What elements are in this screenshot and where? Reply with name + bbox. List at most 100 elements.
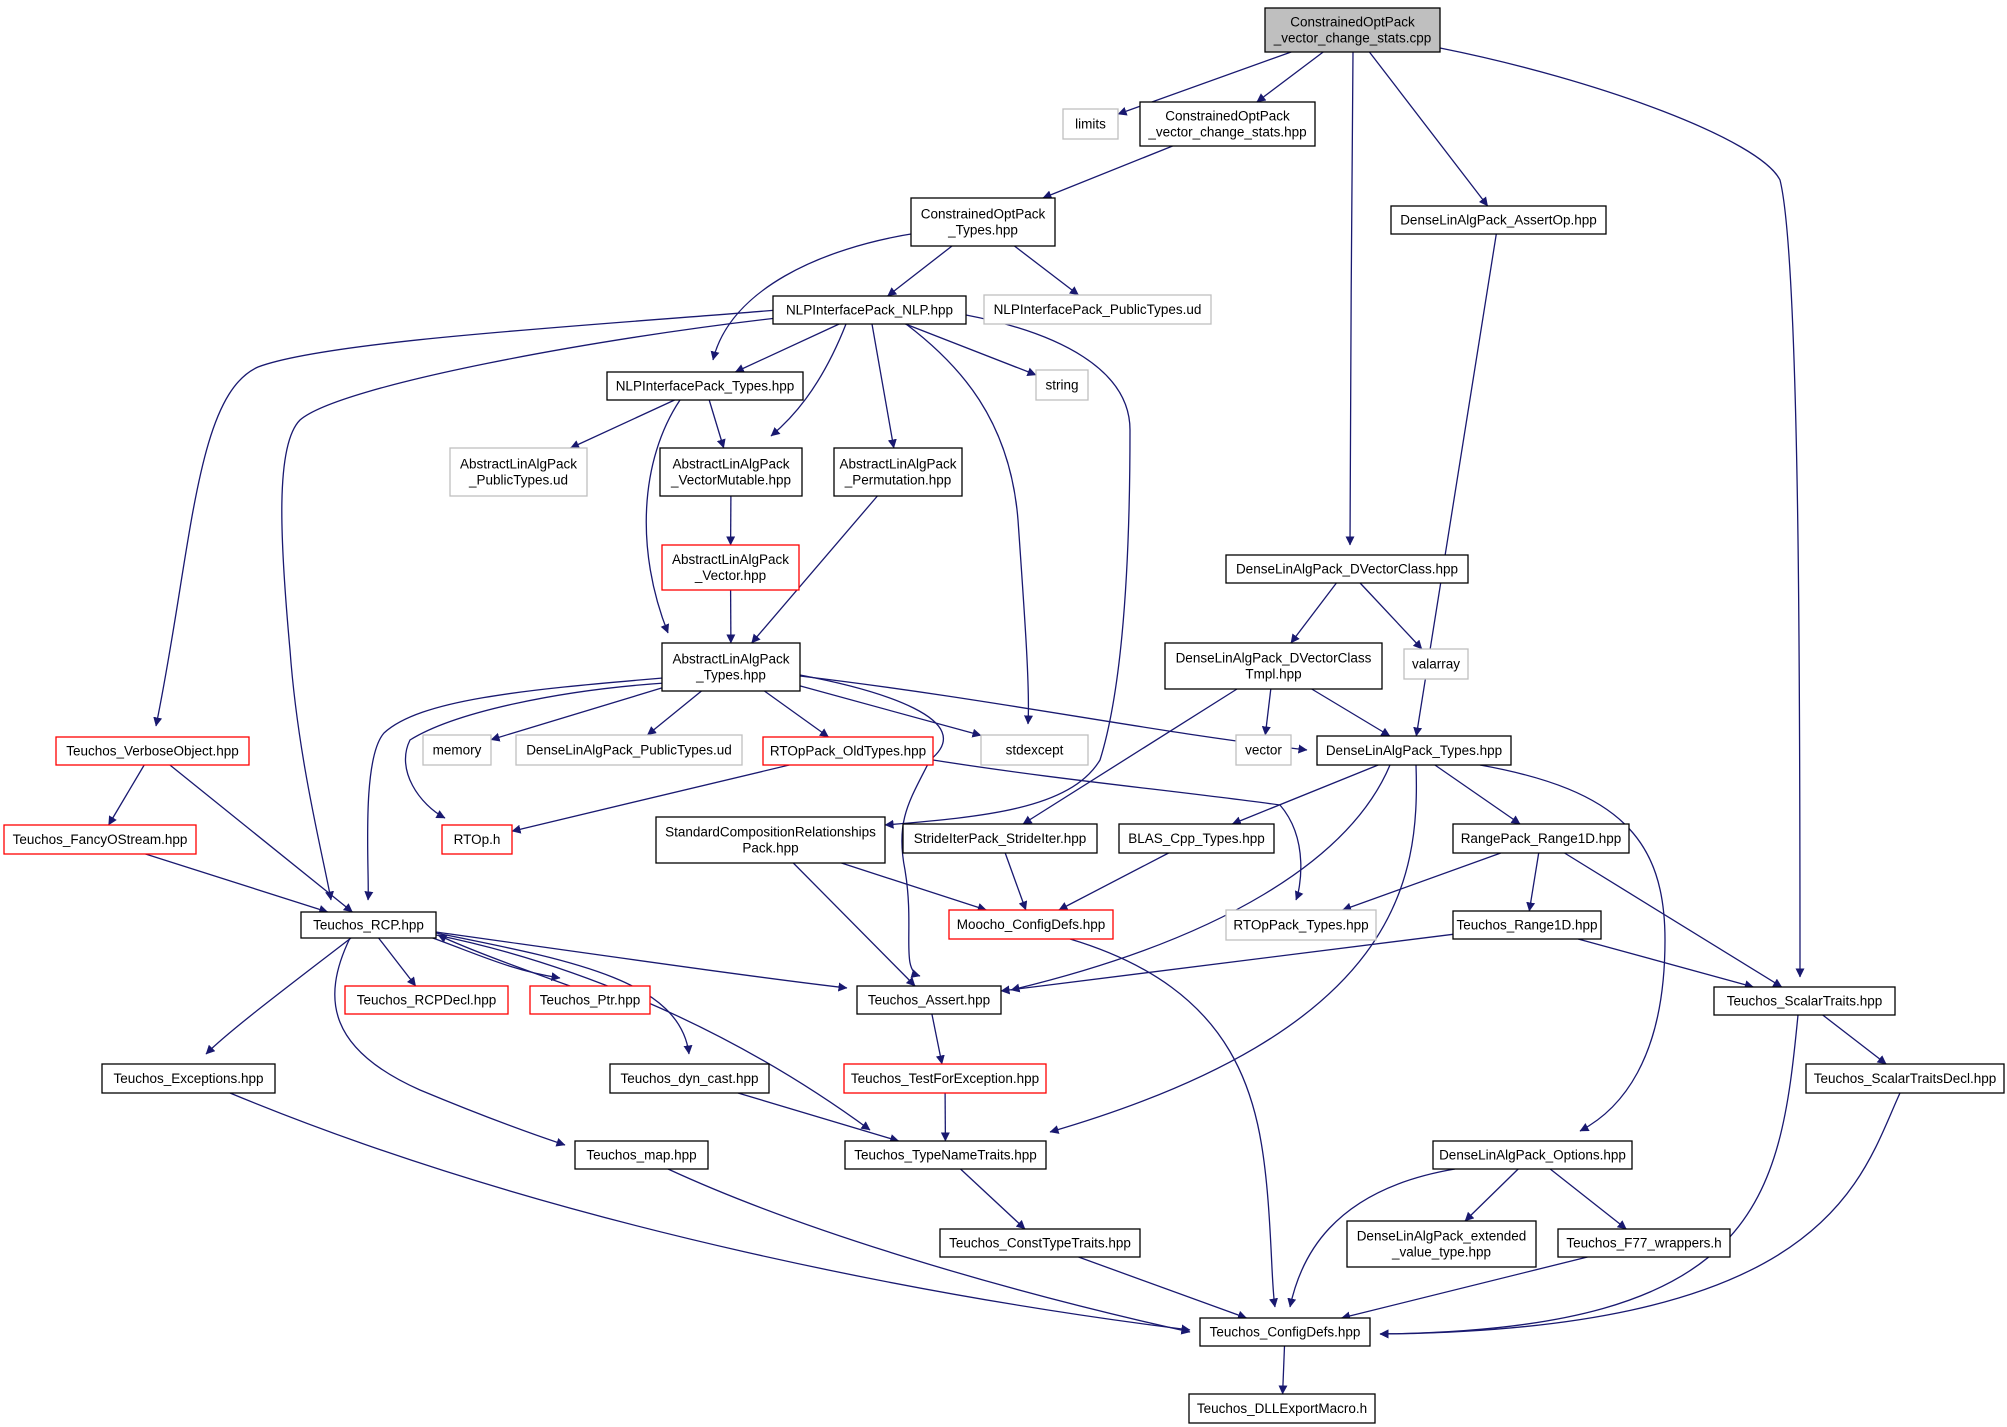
node-box-dla_assertop [1390,205,1607,235]
node-box-rtop_oldtypes [762,736,934,766]
node-teuchos_range1d[interactable]: Teuchos_Range1D.hpp [1452,910,1602,940]
node-configdefs[interactable]: Teuchos_ConfigDefs.hpp [1199,1317,1371,1347]
node-label-nlp_types: NLPInterfacePack_Types.hpp [616,379,795,394]
edge-nlp_nlp-to-string [905,323,1037,376]
node-assert[interactable]: Teuchos_Assert.hpp [856,985,1002,1015]
node-label-strideiter: StrideIterPack_StrideIter.hpp [914,831,1087,846]
node-box-ala_vecmut [659,447,803,497]
edge-map-to-configdefs [667,1168,1191,1335]
node-verbose[interactable]: Teuchos_VerboseObject.hpp [55,736,250,766]
edge-root-to-scalartraits [1439,47,1805,978]
node-dllexport[interactable]: Teuchos_DLLExportMacro.h [1188,1393,1376,1424]
node-box-valarray [1403,648,1469,680]
node-label-ptr: Teuchos_Ptr.hpp [540,993,641,1008]
node-label-ala_publictypes: _PublicTypes.ud [468,473,568,488]
edge-scalartraits-to-scalartraitsdecl [1822,1014,1887,1065]
node-label-dla_extvt: DenseLinAlgPack_extended [1357,1229,1527,1244]
node-rcp[interactable]: Teuchos_RCP.hpp [300,911,437,939]
node-box-typenametraits [844,1140,1047,1170]
edge-ala_types-to-rtop_h [404,682,666,819]
edge-nlp_nlp-to-stdexcept [905,323,1033,725]
edge-typenametraits-to-consttypetraits [960,1168,1026,1230]
node-strideiter[interactable]: StrideIterPack_StrideIter.hpp [902,823,1098,854]
node-nlp_nlp[interactable]: NLPInterfacePack_NLP.hpp [772,295,967,325]
node-label-dyncast: Teuchos_dyn_cast.hpp [620,1071,758,1086]
node-nlp_types[interactable]: NLPInterfacePack_Types.hpp [606,371,804,401]
node-label-ala_vector: _Vector.hpp [694,568,766,583]
node-label-ala_types: _Types.hpp [695,668,766,683]
node-box-scalartraitsdecl [1805,1063,2005,1094]
node-dla_dvec[interactable]: DenseLinAlgPack_DVectorClass.hpp [1225,554,1469,584]
node-stdexcept: stdexcept [980,734,1089,766]
node-dyncast[interactable]: Teuchos_dyn_cast.hpp [609,1063,770,1094]
node-f77[interactable]: Teuchos_F77_wrappers.h [1557,1228,1731,1258]
node-box-nlp_types [606,371,804,401]
node-label-teuchos_range1d: Teuchos_Range1D.hpp [1456,918,1597,933]
node-scalartraits[interactable]: Teuchos_ScalarTraits.hpp [1713,986,1896,1016]
node-ala_perm[interactable]: AbstractLinAlgPack_Permutation.hpp [833,447,963,497]
node-label-typenametraits: Teuchos_TypeNameTraits.hpp [854,1148,1037,1163]
node-box-stdexcept [980,734,1089,766]
edge-dla_types-to-blas_types [1231,764,1379,825]
node-box-nlp_nlp [772,295,967,325]
node-ala_vector[interactable]: AbstractLinAlgPack_Vector.hpp [661,544,800,591]
edge-nlp_nlp-to-rcp [281,317,778,901]
node-box-f77 [1557,1228,1731,1258]
node-box-map [574,1140,709,1170]
node-ptr[interactable]: Teuchos_Ptr.hpp [529,985,651,1015]
node-box-dla_dvectmpl [1164,642,1383,690]
node-exceptions[interactable]: Teuchos_Exceptions.hpp [101,1063,276,1094]
node-rtop_oldtypes[interactable]: RTOpPack_OldTypes.hpp [762,736,934,766]
node-cop_types[interactable]: ConstrainedOptPack_Types.hpp [910,197,1056,247]
node-label-cop_types: ConstrainedOptPack [921,207,1046,222]
node-dla_options[interactable]: DenseLinAlgPack_Options.hpp [1432,1140,1633,1170]
node-range1d_pack[interactable]: RangePack_Range1D.hpp [1452,823,1630,854]
node-label-scalartraitsdecl: Teuchos_ScalarTraitsDecl.hpp [1814,1071,1997,1086]
node-dla_extvt[interactable]: DenseLinAlgPack_extended_value_type.hpp [1346,1220,1537,1268]
node-blas_types[interactable]: BLAS_Cpp_Types.hpp [1118,823,1275,854]
node-typenametraits[interactable]: Teuchos_TypeNameTraits.hpp [844,1140,1047,1170]
node-box-configdefs [1199,1317,1371,1347]
edge-dla_options-to-f77 [1549,1168,1627,1230]
edge-rtop_oldtypes-to-rtop_h [511,764,790,834]
edge-range1d_pack-to-scalartraits [1564,852,1783,988]
node-dla_types[interactable]: DenseLinAlgPack_Types.hpp [1316,735,1512,766]
node-dla_assertop[interactable]: DenseLinAlgPack_AssertOp.hpp [1390,205,1607,235]
node-box-dyncast [609,1063,770,1094]
node-ala_vecmut[interactable]: AbstractLinAlgPack_VectorMutable.hpp [659,447,803,497]
edge-strideiter-to-moocho_cfg [1004,852,1028,911]
node-rtop_h[interactable]: RTOp.h [441,824,513,855]
edge-f77-to-configdefs [1341,1256,1588,1321]
node-box-testforexc [843,1063,1047,1094]
node-consttypetraits[interactable]: Teuchos_ConstTypeTraits.hpp [939,1228,1141,1258]
node-root[interactable]: ConstrainedOptPack_vector_change_stats.c… [1264,7,1441,53]
node-box-ala_types [661,642,801,692]
edge-nlp_nlp-to-nlp_types [734,323,840,373]
edge-range1d_pack-to-teuchos_range1d [1526,852,1540,912]
node-string: string [1035,369,1089,401]
node-box-dla_options [1432,1140,1633,1170]
node-map[interactable]: Teuchos_map.hpp [574,1140,709,1170]
node-testforexc[interactable]: Teuchos_TestForException.hpp [843,1063,1047,1094]
node-box-dla_publictypes [515,734,743,766]
node-box-blas_types [1118,823,1275,854]
node-moocho_cfg[interactable]: Moocho_ConfigDefs.hpp [948,909,1114,940]
node-scalartraitsdecl[interactable]: Teuchos_ScalarTraitsDecl.hpp [1805,1063,2005,1094]
node-rcpdecl[interactable]: Teuchos_RCPDecl.hpp [344,985,509,1015]
edge-ala_perm-to-ala_types [751,495,878,644]
node-ala_types[interactable]: AbstractLinAlgPack_Types.hpp [661,642,801,692]
node-label-consttypetraits: Teuchos_ConstTypeTraits.hpp [949,1236,1131,1251]
node-box-rtop_h [441,824,513,855]
edge-ala_types-to-rtop_oldtypes [764,690,829,738]
node-box-dla_dvec [1225,554,1469,584]
node-cop_vcs_hpp[interactable]: ConstrainedOptPack_vector_change_stats.h… [1139,101,1316,147]
edge-cop_types-to-nlp_publictypes [1014,245,1079,296]
node-box-rcp [300,911,437,939]
node-label-root: _vector_change_stats.cpp [1273,31,1432,46]
edge-root-to-cop_vcs_hpp [1256,51,1324,103]
node-vector: vector [1235,734,1292,766]
edge-ala_types-to-rcp [364,677,664,901]
node-fancyostream[interactable]: Teuchos_FancyOStream.hpp [3,824,197,855]
